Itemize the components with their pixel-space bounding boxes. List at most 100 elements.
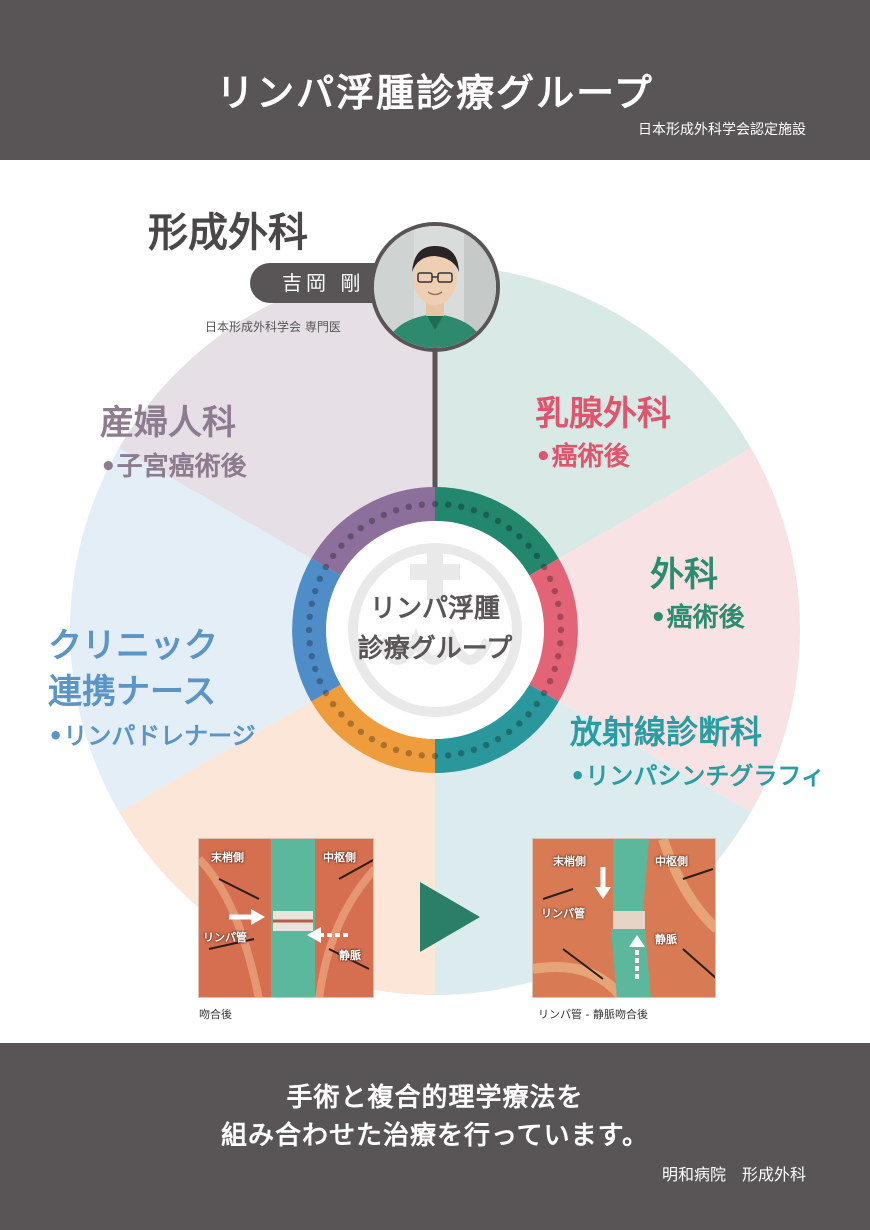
ring-dots	[305, 500, 565, 760]
ring-dot	[557, 613, 564, 620]
ring-dot	[347, 533, 354, 540]
ring-dot	[357, 728, 365, 736]
ring-dot	[308, 600, 315, 607]
ring-dot	[533, 552, 541, 560]
ring-dot	[418, 501, 425, 508]
ring-dot	[308, 653, 315, 660]
ring-dot	[306, 613, 313, 620]
page-subtitle: 日本形成外科学会認定施設	[638, 122, 806, 138]
group-ring	[292, 487, 578, 773]
ring-dot	[338, 711, 345, 718]
ring-dot	[525, 542, 532, 549]
ring-dot	[525, 711, 532, 718]
ring-dot	[329, 552, 337, 560]
segment-clinic-detail: •リンパドレナージ	[48, 722, 256, 750]
surgery-photo-before: 末梢側 中枢側 リンパ管 静脈	[198, 838, 374, 998]
hospital-name: 明和病院 形成外科	[661, 1165, 806, 1184]
ring-dot	[316, 575, 324, 582]
ring-dot	[312, 587, 319, 595]
footer-bar: 手術と複合的理学療法を 組み合わせた治療を行っています。 明和病院 形成外科	[0, 1043, 870, 1230]
segment-radiology-detail: •リンパシンチグラフィ	[570, 762, 825, 790]
wedge-surgery	[435, 448, 800, 812]
surgery-photo-before-illustration	[199, 839, 373, 997]
ring-dot	[516, 720, 523, 727]
doctor-certification: 日本形成外科学会 専門医	[205, 320, 341, 334]
ring-dot	[306, 640, 313, 647]
arrow-icon	[420, 882, 480, 952]
ring-dot	[551, 587, 558, 595]
ring-dot	[557, 626, 565, 634]
tag-vein-after: 静脈	[655, 933, 677, 946]
doctor-portrait-icon	[374, 226, 496, 348]
ring-dot	[445, 501, 452, 508]
ring-dot	[458, 503, 465, 510]
ring-dot	[483, 741, 490, 749]
ring-dot	[322, 563, 330, 571]
page-title: リンパ浮腫診療グループ	[216, 71, 654, 115]
ring-dot	[505, 524, 513, 532]
tag-central-side: 中枢側	[323, 851, 356, 864]
ring-red	[529, 558, 578, 702]
doctor-photo	[370, 222, 500, 352]
ring-orange	[311, 684, 436, 773]
ring-teal	[434, 684, 559, 773]
surgery-photo-after: 末梢側 中枢側 リンパ管 静脈	[532, 838, 716, 998]
ring-dot	[540, 689, 548, 697]
caption-before: 吻合後	[199, 1008, 232, 1021]
ring-dot	[347, 720, 354, 727]
segment-clinic-line1: クリニック	[48, 626, 218, 666]
ring-dot	[516, 533, 523, 540]
surgery-photo-after-illustration	[533, 839, 715, 997]
footer-message-line1: 手術と複合的理学療法を	[286, 1083, 584, 1113]
header-bar: リンパ浮腫診療グループ 日本形成外科学会認定施設	[0, 0, 870, 160]
ring-dot	[380, 511, 387, 519]
ring-dot	[494, 517, 502, 525]
ring-dot	[322, 689, 330, 697]
segment-surgery-detail: •癌術後	[650, 603, 745, 633]
lead-department: 形成外科	[148, 210, 308, 256]
ring-dot	[540, 563, 548, 571]
segment-gynecology: 産婦人科	[100, 403, 236, 443]
ring-dot	[338, 542, 345, 549]
ring-dot	[329, 700, 337, 708]
ring-green	[434, 487, 559, 576]
ring-dot	[405, 503, 412, 510]
ring-dot	[431, 752, 439, 760]
ring-dot	[470, 507, 478, 514]
segment-breast-surgery-detail: •癌術後	[535, 442, 630, 472]
ring-dot	[380, 741, 387, 749]
ring-dot	[555, 600, 562, 607]
ring-dot	[418, 752, 425, 759]
tag-vein: 静脈	[339, 949, 361, 962]
ring-dot	[533, 700, 541, 708]
hospital-emblem-watermark	[348, 543, 522, 717]
center-label-line1: リンパ浮腫	[369, 594, 500, 624]
ring-dot	[392, 746, 400, 753]
ring-dot	[368, 517, 376, 525]
ring-dot	[557, 640, 564, 647]
ring-dot	[458, 750, 465, 757]
tag-lymph-vessel-after: リンパ管	[541, 907, 585, 920]
wedge-clinic-nurse	[70, 448, 435, 812]
ring-dot	[392, 507, 400, 514]
ring-dot	[405, 750, 412, 757]
ring-dot	[357, 524, 365, 532]
ring-dot	[551, 665, 558, 673]
segment-surgery: 外科	[650, 555, 718, 595]
ring-dot	[483, 511, 490, 519]
caption-after: リンパ管 - 静脈吻合後	[538, 1008, 648, 1021]
ring-dot	[555, 653, 562, 660]
ring-dot	[494, 735, 502, 743]
ring-dot	[546, 575, 554, 582]
ring-dot	[431, 500, 439, 508]
center-label-line2: 診療グループ	[357, 634, 513, 664]
ring-dot	[505, 728, 513, 736]
ring-blue	[292, 558, 341, 702]
tag-lymph-vessel: リンパ管	[203, 931, 247, 944]
tag-peripheral-side-after: 末梢側	[553, 855, 586, 868]
tag-central-side-after: 中枢側	[655, 855, 688, 868]
ring-dot	[546, 678, 554, 685]
ring-dot	[316, 678, 324, 685]
segment-clinic-line2: 連携ナース	[48, 672, 217, 712]
ring-dot	[305, 626, 313, 634]
